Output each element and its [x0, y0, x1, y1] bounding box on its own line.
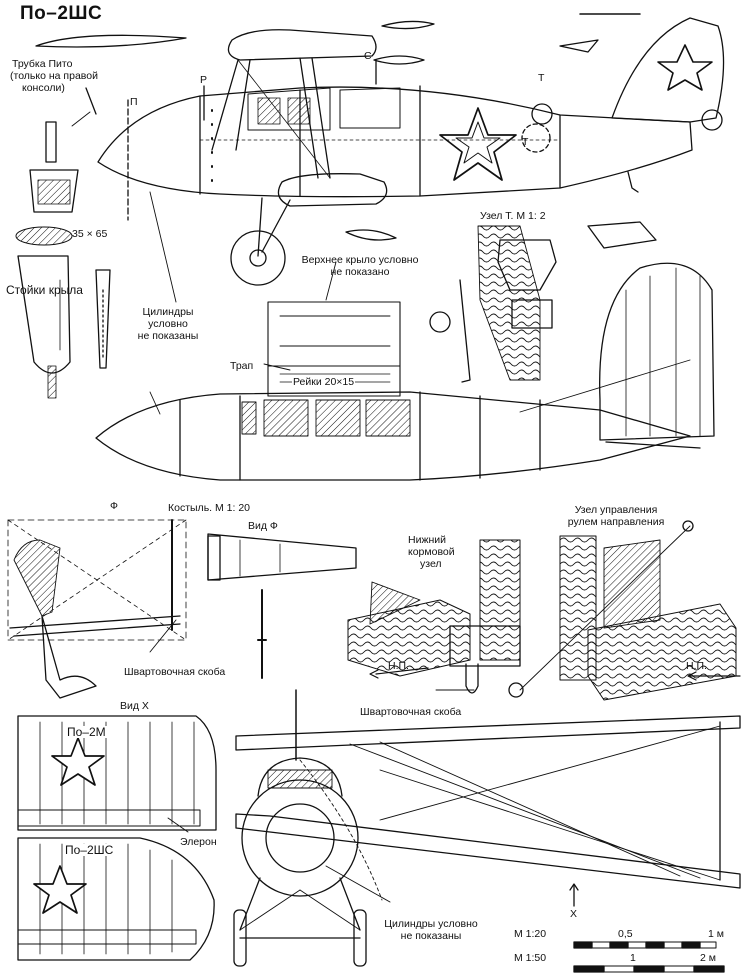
po2shs-label: По–2ШС	[64, 843, 115, 857]
lower-wing-front	[235, 813, 741, 889]
lower-wing-side	[277, 173, 388, 207]
strut-details	[15, 121, 111, 399]
lower-tail-node-line3: узел	[420, 558, 442, 570]
vid-x-wings	[17, 715, 217, 961]
ladder-label: Трап	[230, 360, 254, 372]
wing-po2shs	[17, 837, 215, 961]
scale-tick-1m: 1 м	[708, 928, 724, 940]
wing-po2m	[17, 715, 217, 831]
top-view	[95, 221, 715, 481]
po2m-label: По–2М	[66, 725, 107, 739]
mooring-bracket-label-2: Швартовочная скоба	[360, 706, 462, 718]
tail-skid-detail	[7, 519, 357, 699]
section-mark-s: С	[364, 50, 372, 62]
slats-label: Рейки 20×15	[292, 376, 356, 388]
scale-tick-2m: 2 м	[700, 952, 716, 964]
upper-wing-side	[227, 29, 377, 61]
upper-wing-note-line2: не показано	[330, 266, 390, 278]
scale-1-50-label: М 1:50	[514, 952, 547, 964]
cylinders-note-line3: не показаны	[137, 330, 199, 342]
view-x-mark: Х	[570, 908, 578, 920]
node-t-label: Узел Т. М 1: 2	[480, 210, 546, 222]
rudder-control-node-line2: рулем направления	[567, 516, 665, 528]
rudder-control-node-line1: Узел управления	[574, 504, 658, 516]
wing-struts-label: Стойки крыла	[6, 283, 83, 297]
pitot-label-line1: Трубка Пито	[12, 58, 73, 70]
section-mark-t1: Т	[538, 72, 545, 84]
aileron-label: Элерон	[180, 836, 217, 848]
drawing-title: По–2ШС	[20, 3, 103, 24]
dimension-label: 35 × 65	[72, 228, 108, 240]
section-mark-r: Р	[200, 74, 208, 86]
scale-tick-0-5: 0,5	[618, 928, 633, 940]
stabilizer-top	[599, 262, 715, 441]
upper-wing-front	[235, 715, 741, 751]
section-mark-t2: Т	[522, 136, 529, 148]
cylinders-note-line1: Цилиндры	[142, 306, 194, 318]
pitot-label-line2: (только на правой	[10, 70, 98, 82]
cylinders-note-line2: условно	[148, 318, 188, 330]
tail-fin-side	[611, 17, 725, 123]
fuselage-side	[97, 86, 693, 198]
view-x-label: Вид Х	[120, 700, 149, 712]
lower-tail-node-line1: Нижний	[408, 534, 447, 546]
view-phi-label: Вид Ф	[248, 520, 278, 532]
upper-wing-note-line1: Верхнее крыло условно	[301, 254, 419, 266]
scale-bars	[573, 941, 725, 973]
mooring-bracket-label-1: Швартовочная скоба	[124, 666, 226, 678]
wheel-side	[230, 230, 286, 286]
fuselage-top	[95, 391, 691, 481]
pitot-label-line3: консоли)	[22, 82, 65, 94]
tail-node-detail	[347, 520, 741, 701]
np-label-1: Н.П.	[388, 660, 409, 672]
scale-1-20-label: М 1:20	[514, 928, 547, 940]
scale-tick-1: 1	[630, 952, 636, 964]
tail-skid-label: Костыль. М 1: 20	[168, 502, 251, 514]
lower-tail-node-line2: кормовой	[408, 546, 455, 558]
np-label-2: Н.П.	[686, 660, 707, 672]
side-view	[35, 13, 725, 286]
section-mark-p: П	[130, 96, 138, 108]
front-cylinders-note-line2: не показаны	[400, 930, 462, 942]
front-cylinders-note-line1: Цилиндры условно	[384, 918, 478, 930]
phi-mark: Ф	[110, 500, 118, 512]
front-view	[233, 689, 741, 967]
